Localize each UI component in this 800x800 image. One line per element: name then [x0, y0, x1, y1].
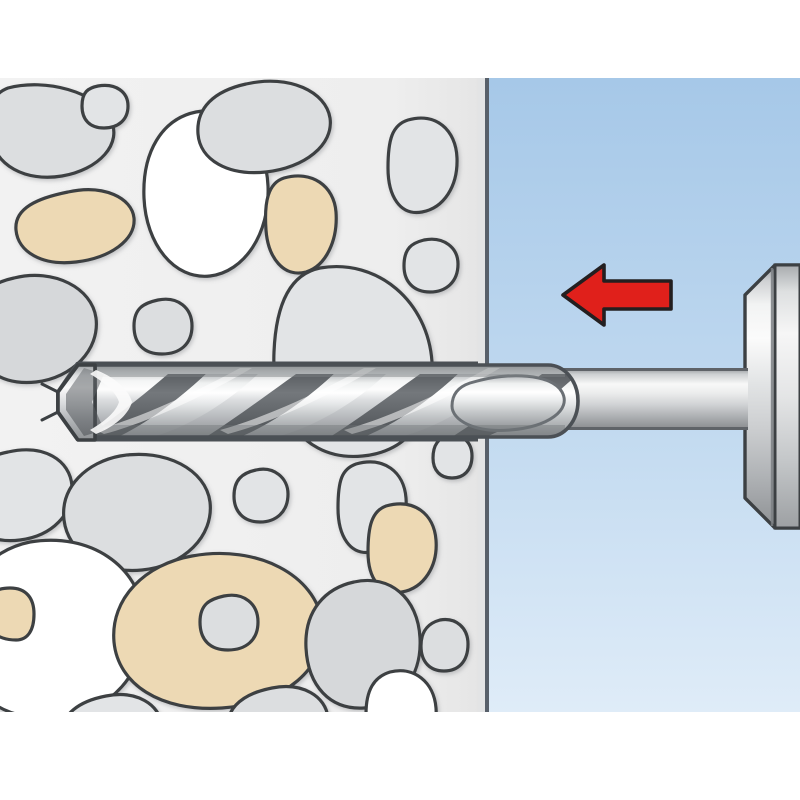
tip-chisel-facet: [66, 368, 104, 436]
tip-point-lines: [40, 382, 60, 422]
aggregate-stone: [431, 433, 474, 480]
flute-bottom-shade: [95, 425, 565, 437]
aggregate-stone: [198, 593, 260, 652]
aggregate-stone: [196, 79, 332, 175]
tip-edge-highlight: [90, 370, 132, 434]
aggregate-stone: [226, 685, 330, 712]
flute-nose: [452, 375, 565, 431]
aggregate-stone: [364, 669, 438, 712]
aggregate-stone: [60, 693, 164, 712]
flute-nose-outline: [450, 374, 566, 432]
arrow-shape: [561, 263, 673, 327]
flute-land: [118, 374, 258, 437]
aggregate-stone: [0, 273, 98, 385]
flute-helix-group: [95, 365, 578, 437]
direction-arrow: [561, 263, 673, 327]
drill-chuck: [743, 263, 800, 530]
aggregate-stone: [62, 452, 212, 573]
aggregate-stone: [132, 297, 194, 356]
flute-top-shade: [95, 365, 565, 377]
aggregate-stone: [0, 538, 146, 712]
aggregate-stone: [0, 448, 74, 543]
aggregate-stone: [263, 174, 338, 275]
aggregate-stone: [232, 467, 290, 524]
aggregate-stone: [0, 586, 36, 642]
flute-body-outline: [93, 363, 580, 439]
flute-groove: [206, 374, 334, 437]
flute-land: [240, 374, 386, 437]
carbide-tip: [40, 363, 132, 442]
aggregate-stone: [366, 502, 438, 595]
flute-groove: [330, 374, 458, 437]
aggregate-stone-group: [0, 79, 474, 712]
flute-highlight-strip: [344, 368, 500, 434]
aggregate-stone: [386, 116, 459, 215]
flute-highlight-strip: [220, 368, 376, 434]
aggregate-stone: [419, 617, 470, 673]
fluted-shaft: [93, 363, 580, 439]
flute-highlight-strip: [96, 368, 252, 434]
aggregate-stone: [14, 188, 136, 265]
aggregate-stone: [402, 237, 460, 294]
aggregate-stone: [80, 83, 130, 130]
chuck-collar: [773, 263, 800, 530]
